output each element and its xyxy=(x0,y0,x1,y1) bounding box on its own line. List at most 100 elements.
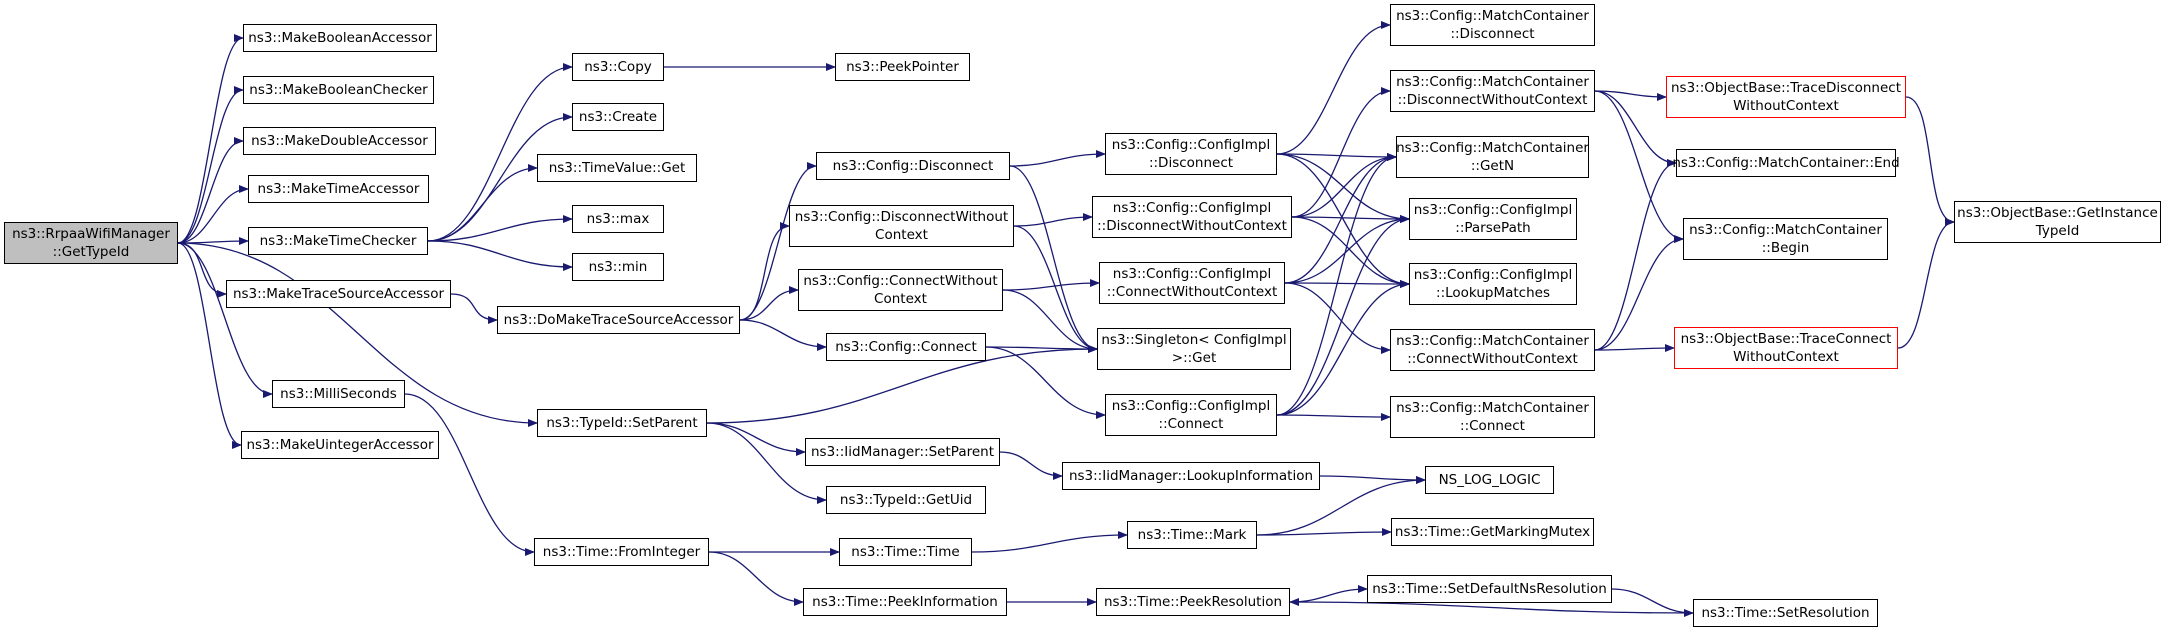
node-label-line: ns3::Config::MatchContainer xyxy=(1396,8,1589,24)
edge-root-to-mba xyxy=(177,34,244,244)
node-ns3-config-configimpl-connectwithoutcontext[interactable]: ns3::Config::ConfigImpl::ConnectWithoutC… xyxy=(1099,262,1285,304)
node-label-line: ns3::TimeValue::Get xyxy=(548,160,686,176)
node-label-line: ns3::Config::ConfigImpl xyxy=(1112,200,1272,216)
node-ns3-config-disconnect[interactable]: ns3::Config::Disconnect xyxy=(816,152,1010,180)
node-label-line: ns3::Config::Disconnect xyxy=(832,158,994,174)
node-label-line: ns3::max xyxy=(586,211,650,227)
node-ns3-typeid-getuid[interactable]: ns3::TypeId::GetUid xyxy=(826,486,986,514)
edge-mtc-to-max xyxy=(427,215,573,242)
node-label-line: ns3::ObjectBase::GetInstance xyxy=(1957,205,2158,221)
edge-mtc-to-copy xyxy=(427,63,573,242)
node-ns3-time-time[interactable]: ns3::Time::Time xyxy=(839,538,972,566)
edge-setparent-to-iidsetparent xyxy=(706,422,806,456)
node-label-line: ns3::IidManager::LookupInformation xyxy=(1068,468,1314,484)
node-ns3-config-matchcontainer-disconnect[interactable]: ns3::Config::MatchContainer::Disconnect xyxy=(1390,4,1595,46)
node-label-line: ns3::Time::GetMarkingMutex xyxy=(1394,524,1591,540)
node-ns3-makedoubleaccessor[interactable]: ns3::MakeDoubleAccessor xyxy=(243,127,436,155)
edge-mtsa-to-dmtsa xyxy=(450,293,498,324)
node-ns3-maketimeaccessor[interactable]: ns3::MakeTimeAccessor xyxy=(248,175,429,203)
node-label-line: ns3::DoMakeTraceSourceAccessor xyxy=(503,312,734,328)
node-ns3-min[interactable]: ns3::min xyxy=(572,253,664,281)
node-ns3-config-configimpl-connect[interactable]: ns3::Config::ConfigImpl::Connect xyxy=(1105,394,1277,436)
node-label-line: ns3::Time::SetDefaultNsResolution xyxy=(1372,581,1607,597)
node-ns-log-logic[interactable]: NS_LOG_LOGIC xyxy=(1425,466,1554,494)
node-label-line: ns3::ObjectBase::TraceConnect xyxy=(1680,331,1892,347)
node-ns3-makeuintegeraccessor[interactable]: ns3::MakeUintegerAccessor xyxy=(241,431,439,459)
node-label-line: ns3::MakeTimeAccessor xyxy=(257,181,420,197)
node-label-line: ns3::Config::MatchContainer xyxy=(1396,333,1589,349)
node-ns3-iidmanager-lookupinformation[interactable]: ns3::IidManager::LookupInformation xyxy=(1062,462,1320,490)
node-label-line: ns3::TypeId::SetParent xyxy=(546,415,698,431)
edge-mccwc-to-mcbegin xyxy=(1594,235,1684,351)
node-ns3-time-setdefaultnsresolution[interactable]: ns3::Time::SetDefaultNsResolution xyxy=(1367,575,1612,603)
edge-mcdwc-to-mcend xyxy=(1594,90,1677,167)
node-ns3-typeid-setparent[interactable]: ns3::TypeId::SetParent xyxy=(537,409,707,437)
node-ns3-max[interactable]: ns3::max xyxy=(572,205,664,233)
edge-root-to-mta xyxy=(177,185,249,244)
edge-cicwc-to-mcgetn xyxy=(1284,153,1397,284)
node-ns3-config-matchcontainer-connect[interactable]: ns3::Config::MatchContainer::Connect xyxy=(1390,396,1595,438)
node-ns3-config-matchcontainer-connectwithoutcontext[interactable]: ns3::Config::MatchContainer::ConnectWith… xyxy=(1390,329,1595,371)
node-ns3-config-matchcontainer-begin[interactable]: ns3::Config::MatchContainer::Begin xyxy=(1683,218,1888,260)
node-label-line: ns3::Time::PeekResolution xyxy=(1103,594,1283,610)
node-ns3-singleton-configimpl-get[interactable]: ns3::Singleton< ConfigImpl>::Get xyxy=(1097,328,1291,370)
node-label-line: ::DisconnectWithoutContext xyxy=(1397,92,1588,108)
node-ns3-peekpointer[interactable]: ns3::PeekPointer xyxy=(835,53,970,81)
node-ns3-copy[interactable]: ns3::Copy xyxy=(572,53,664,81)
edge-cidwc-to-parsepath xyxy=(1291,214,1410,223)
node-ns3-config-matchcontainer-getn[interactable]: ns3::Config::MatchContainer::GetN xyxy=(1396,136,1589,178)
edge-cconn-to-singleton xyxy=(985,344,1098,353)
node-label-line: ns3::Config::ConfigImpl xyxy=(1112,266,1272,282)
node-ns3-maketimechecker[interactable]: ns3::MakeTimeChecker xyxy=(248,227,428,255)
node-ns3-rrpaawifimanager-gettypeid[interactable]: ns3::RrpaaWifiManager::GetTypeId xyxy=(4,222,178,264)
node-label-line: ns3::Config::ConfigImpl xyxy=(1111,137,1271,153)
edge-cidisc-to-lookupmatches xyxy=(1276,153,1410,288)
node-ns3-time-frominteger[interactable]: ns3::Time::FromInteger xyxy=(534,538,709,566)
edge-cidisc-to-mcdisc xyxy=(1276,21,1391,155)
node-ns3-config-matchcontainer-end[interactable]: ns3::Config::MatchContainer::End xyxy=(1672,149,1900,177)
node-label-line: ns3::IidManager::SetParent xyxy=(811,444,994,460)
node-ns3-milliseconds[interactable]: ns3::MilliSeconds xyxy=(272,380,405,408)
node-ns3-makebooleanchecker[interactable]: ns3::MakeBooleanChecker xyxy=(243,76,434,104)
node-label-line: ns3::Config::ConfigImpl xyxy=(1413,267,1573,283)
edge-cicwc-to-mccwc xyxy=(1284,282,1391,354)
node-ns3-time-peekinformation[interactable]: ns3::Time::PeekInformation xyxy=(803,588,1007,616)
edge-root-to-mda xyxy=(177,137,244,244)
node-ns3-config-configimpl-disconnectwithoutcontext[interactable]: ns3::Config::ConfigImpl::DisconnectWitho… xyxy=(1092,196,1292,238)
node-label-line: ns3::Time::FromInteger xyxy=(542,544,701,560)
node-ns3-config-matchcontainer-disconnectwithoutcontext[interactable]: ns3::Config::MatchContainer::DisconnectW… xyxy=(1390,70,1595,112)
node-ns3-time-getmarkingmutex[interactable]: ns3::Time::GetMarkingMutex xyxy=(1391,518,1594,546)
node-label-line: ns3::Config::MatchContainer xyxy=(1396,400,1589,416)
node-ns3-time-mark[interactable]: ns3::Time::Mark xyxy=(1127,521,1257,549)
node-label-line: ns3::RrpaaWifiManager xyxy=(12,226,170,242)
node-ns3-timevalue-get[interactable]: ns3::TimeValue::Get xyxy=(537,154,697,182)
node-ns3-config-configimpl-lookupmatches[interactable]: ns3::Config::ConfigImpl::LookupMatches xyxy=(1409,263,1577,305)
node-ns3-config-configimpl-disconnect[interactable]: ns3::Config::ConfigImpl::Disconnect xyxy=(1105,133,1277,175)
node-label-line: ns3::Config::MatchContainer xyxy=(1396,74,1589,90)
node-label-line: Context xyxy=(875,227,928,243)
node-ns3-config-configimpl-parsepath[interactable]: ns3::Config::ConfigImpl::ParsePath xyxy=(1409,198,1577,240)
node-ns3-iidmanager-setparent[interactable]: ns3::IidManager::SetParent xyxy=(805,438,1000,466)
node-ns3-create[interactable]: ns3::Create xyxy=(572,103,664,131)
node-label-line: ns3::MakeUintegerAccessor xyxy=(246,437,434,453)
node-ns3-time-peekresolution[interactable]: ns3::Time::PeekResolution xyxy=(1096,588,1290,616)
node-label-line: Context xyxy=(874,291,927,307)
node-label-line: TypeId xyxy=(2035,223,2080,239)
edge-mccwc-to-mcend xyxy=(1594,159,1677,351)
edge-obtcwc-to-obgit xyxy=(1897,218,1955,349)
edge-setparent-to-getuid xyxy=(706,422,827,504)
node-ns3-maketracesourceaccessor[interactable]: ns3::MakeTraceSourceAccessor xyxy=(226,280,451,308)
edge-ciconn-to-mcconn xyxy=(1276,412,1391,421)
edge-ccwc-to-singleton xyxy=(1002,289,1098,353)
node-ns3-makebooleanaccessor[interactable]: ns3::MakeBooleanAccessor xyxy=(243,24,437,52)
node-ns3-time-setresolution[interactable]: ns3::Time::SetResolution xyxy=(1693,599,1878,627)
node-label-line: ns3::Copy xyxy=(584,59,652,75)
node-ns3-domaketracesourceaccessor[interactable]: ns3::DoMakeTraceSourceAccessor xyxy=(497,306,740,334)
node-label-line: ns3::Create xyxy=(578,109,658,125)
node-ns3-config-connect[interactable]: ns3::Config::Connect xyxy=(826,333,986,361)
